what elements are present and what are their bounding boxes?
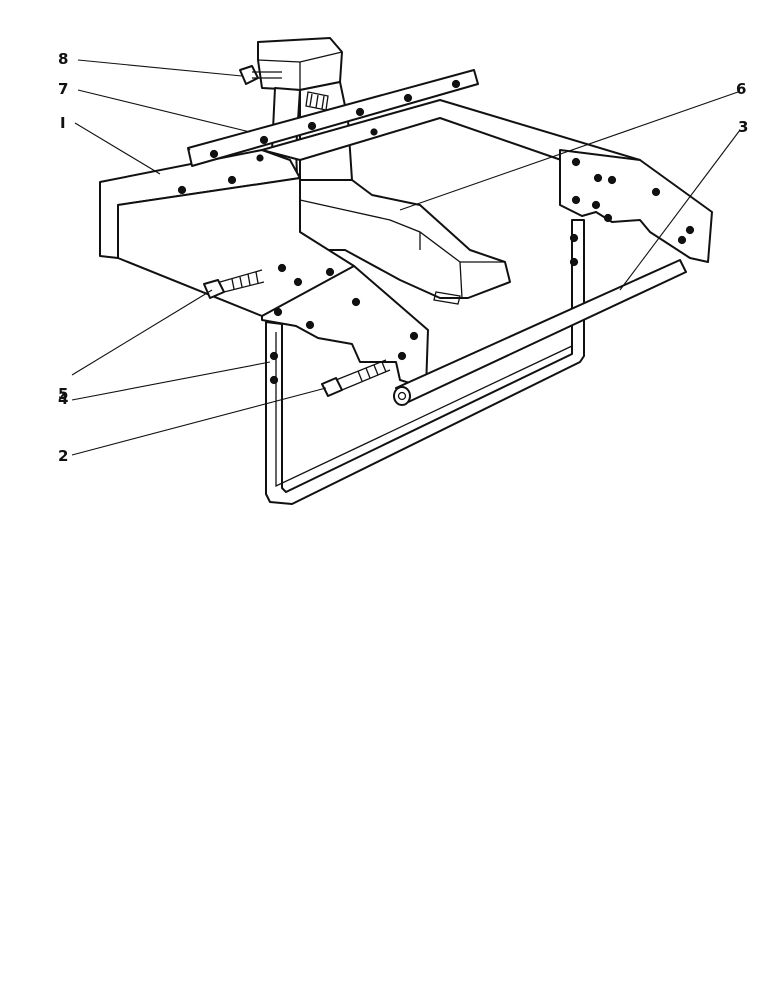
callout-label-6: 6	[736, 80, 746, 98]
callout-label-7: 7	[58, 80, 68, 98]
leader-line-1	[74, 122, 161, 175]
callout-label-2: 2	[58, 447, 68, 465]
bolt-part-5	[203, 269, 265, 299]
leader-line-7	[77, 89, 251, 133]
support-bar-part-7	[187, 69, 479, 167]
bolt-part-2	[321, 359, 391, 397]
callout-label-8: 8	[58, 50, 68, 68]
u-bracket-part-4	[265, 219, 585, 505]
leader-line-4	[71, 361, 271, 401]
callout-label-4: 4	[58, 390, 68, 408]
tie-rod-part-3	[393, 259, 687, 406]
callout-label-5: 5	[58, 385, 68, 403]
leader-line-5	[71, 289, 213, 376]
callout-label-3: 3	[738, 118, 748, 136]
leader-line-8	[77, 59, 243, 77]
leader-line-6	[399, 91, 739, 211]
main-frame-part-1	[99, 99, 713, 389]
top-bolt-part-8	[239, 65, 282, 85]
callout-label-1: I	[60, 114, 66, 132]
leader-line-2	[71, 387, 327, 456]
leader-line-3	[619, 129, 741, 291]
